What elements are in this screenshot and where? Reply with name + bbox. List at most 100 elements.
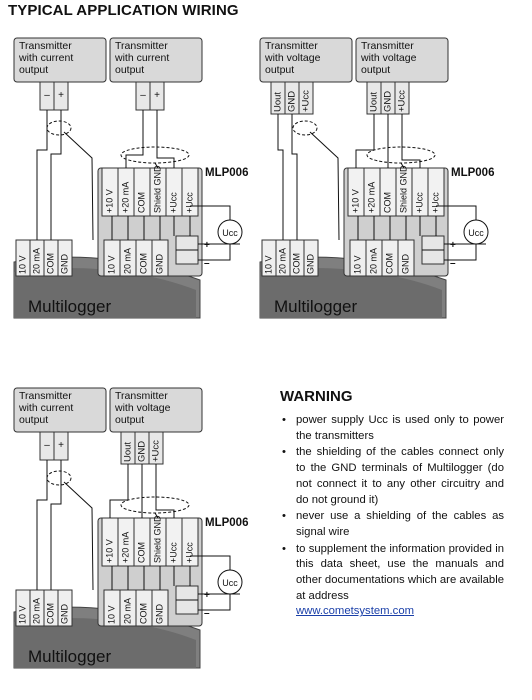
wire <box>109 464 129 518</box>
warning-item: the shielding of the cables connect only… <box>282 445 504 508</box>
multilogger-terminal-label: 10 V <box>17 605 27 624</box>
cable-shield <box>120 496 190 514</box>
transmitter-terminal-label: GND <box>137 441 148 462</box>
cable-shield <box>46 120 72 136</box>
wire <box>154 162 159 169</box>
mlp006-terminal-label: COM <box>136 192 146 213</box>
mlp006-terminal-label: Shield GND <box>152 515 162 563</box>
multilogger-terminal-label: 10 V <box>106 255 116 274</box>
wire <box>309 131 340 241</box>
wire <box>198 594 231 611</box>
cable-shield <box>292 120 318 136</box>
wire <box>190 205 231 220</box>
wire <box>36 460 48 590</box>
transmitter-label: Transmitter <box>19 40 72 52</box>
wire <box>125 110 144 168</box>
multilogger-terminal-label: GND <box>59 604 69 625</box>
mlp006-terminal-label: Shield GND <box>398 165 408 213</box>
wire <box>277 114 284 240</box>
transmitter-label: Transmitter <box>265 40 318 52</box>
wire <box>355 114 375 168</box>
transmitter-terminal-label: + <box>58 440 64 451</box>
transmitter-label: Transmitter <box>361 40 414 52</box>
transmitter-terminal-label: – <box>44 90 50 101</box>
multilogger-terminal-label: 10 V <box>352 255 362 274</box>
transmitter-label: Transmitter <box>115 40 168 52</box>
supply-plus: + <box>204 240 210 251</box>
mlp006-label: MLP006 <box>451 167 494 179</box>
wire <box>198 244 231 261</box>
cable-shield <box>366 146 436 164</box>
transmitter-label: with voltage <box>264 52 321 64</box>
transmitter-terminal-label: – <box>44 440 50 451</box>
ucc-label: Ucc <box>468 228 484 238</box>
multilogger-terminal-label: 20 mA <box>31 248 41 274</box>
multilogger-label: Multilogger <box>28 297 111 316</box>
cometsystem-link[interactable]: www.cometsystem.com <box>296 605 415 618</box>
multilogger-terminal-label: 20 mA <box>277 248 287 274</box>
wire <box>154 512 159 519</box>
ucc-label: Ucc <box>222 228 238 238</box>
multilogger-terminal-label: 10 V <box>106 605 116 624</box>
warning-item: power supply Ucc is used only to power t… <box>282 413 504 444</box>
multilogger-terminal <box>57 239 73 277</box>
transmitter-terminal-label: Uout <box>123 442 134 462</box>
mlp006-label: MLP006 <box>205 517 248 529</box>
wire <box>401 114 421 168</box>
mlp006-terminal-label: +Ucc <box>184 542 194 563</box>
wire <box>63 481 94 591</box>
multilogger-terminal-label: 20 mA <box>368 248 378 274</box>
transmitter-label: Transmitter <box>19 390 72 402</box>
transmitter-label: output <box>115 64 144 76</box>
multilogger-terminal-label: COM <box>45 253 55 274</box>
transmitter-terminal-label: Uout <box>369 92 380 112</box>
wire <box>190 555 231 570</box>
multilogger-terminal-label: 10 V <box>17 255 27 274</box>
cable-shield <box>46 470 72 486</box>
warning-item-text: to supplement the information provided i… <box>296 542 504 602</box>
warning-list: power supply Ucc is used only to power t… <box>278 413 504 620</box>
transmitter-terminal-label: +Ucc <box>301 90 312 112</box>
mlp006-terminal-label: +10 V <box>350 189 360 213</box>
wire <box>63 131 94 241</box>
mlp006-terminal-label: +Ucc <box>168 542 178 563</box>
mlp006-terminal-label: Shield GND <box>152 165 162 213</box>
warning-title: WARNING <box>280 388 353 405</box>
warning-item: to supplement the information provided i… <box>282 542 504 621</box>
multilogger-terminal <box>57 589 73 627</box>
multilogger-terminal-label: 20 mA <box>31 598 41 624</box>
mlp006-terminal-label: +Ucc <box>414 192 424 213</box>
multilogger-terminal-label: COM <box>138 253 148 274</box>
mlp006-label: MLP006 <box>205 167 248 179</box>
transmitter-label: with voltage <box>360 52 417 64</box>
wire <box>436 205 477 220</box>
warning-item: never use a shielding of the cables as s… <box>282 509 504 540</box>
transmitter-label: with voltage <box>114 402 171 414</box>
wire <box>155 464 175 518</box>
multilogger-label: Multilogger <box>274 297 357 316</box>
transmitter-label: output <box>19 414 48 426</box>
transmitter-label: with current <box>18 402 73 414</box>
multilogger-terminal-label: COM <box>45 603 55 624</box>
transmitter-label: output <box>361 64 390 76</box>
multilogger-terminal <box>303 239 319 277</box>
transmitter-terminal <box>298 81 314 115</box>
transmitter-label: output <box>115 414 144 426</box>
warning-panel: WARNING power supply Ucc is used only to… <box>278 388 504 621</box>
wire <box>291 114 298 240</box>
multilogger-terminal-label: GND <box>154 254 164 275</box>
mlp006-terminal-label: +20 mA <box>366 182 376 213</box>
mlp006-terminal-label: +10 V <box>104 189 114 213</box>
mlp006-terminal-label: +Ucc <box>184 192 194 213</box>
supply-minus: – <box>204 608 210 619</box>
multilogger-label: Multilogger <box>28 647 111 666</box>
transmitter-label: with current <box>18 52 73 64</box>
mlp006-terminal-label: +20 mA <box>120 532 130 563</box>
mlp006-terminal-label: +10 V <box>104 539 114 563</box>
multilogger-terminal-label: GND <box>59 254 69 275</box>
transmitter-terminal-label: Uout <box>273 92 284 112</box>
multilogger-terminal-label: COM <box>291 253 301 274</box>
